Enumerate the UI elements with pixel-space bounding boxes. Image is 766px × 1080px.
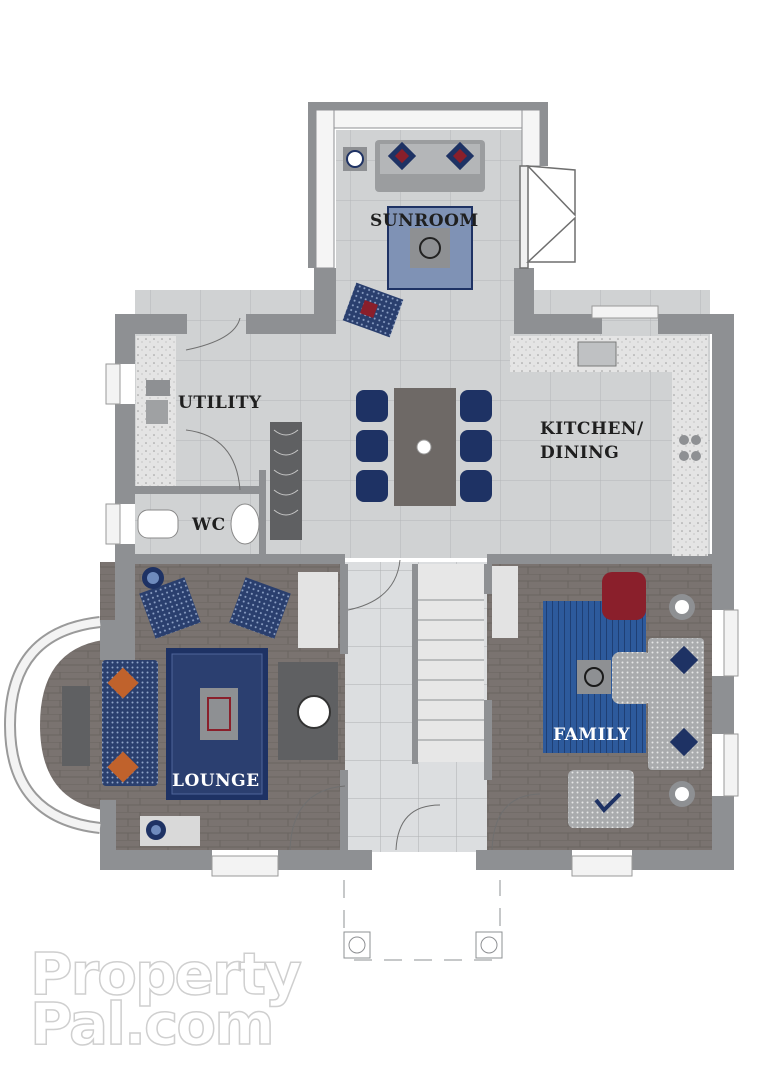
- utility-label: UTILITY: [178, 393, 262, 413]
- family-armchair-top: [602, 572, 646, 620]
- wc-basin: [230, 503, 260, 545]
- kitchen-label-line1: KITCHEN/: [540, 419, 644, 439]
- family-armchair: [568, 770, 634, 828]
- hall-stairs: [418, 564, 484, 762]
- bay-table: [62, 686, 90, 766]
- lounge-armchair: [139, 577, 201, 639]
- dining-chair: [356, 430, 388, 462]
- coffee-table: [200, 688, 238, 740]
- family-console: [492, 566, 518, 638]
- sunroom-doors: [519, 165, 576, 269]
- wc-label: WC: [192, 515, 226, 535]
- lounge-label: LOUNGE: [172, 771, 260, 791]
- lounge-armchair: [229, 577, 291, 639]
- family-ottoman: [612, 652, 652, 704]
- porch: [343, 880, 503, 961]
- windows: [105, 305, 739, 877]
- dining-chair: [460, 390, 492, 422]
- lounge-unit: [298, 572, 338, 648]
- sunroom-label: SUNROOM: [370, 211, 479, 231]
- dining-chair: [356, 390, 388, 422]
- wc-toilet: [137, 509, 179, 539]
- family-label: FAMILY: [553, 725, 631, 745]
- dining-chair: [460, 430, 492, 462]
- dining-chair: [356, 470, 388, 502]
- kitchen-counter-side: [672, 336, 708, 556]
- watermark-line2: Pal.com: [29, 990, 275, 1058]
- watermark-line1: Property: [29, 940, 302, 1008]
- kitchen-island: [270, 422, 302, 540]
- dining-chair: [460, 470, 492, 502]
- walls: [100, 102, 734, 870]
- kitchen-label-line2: DINING: [540, 443, 620, 463]
